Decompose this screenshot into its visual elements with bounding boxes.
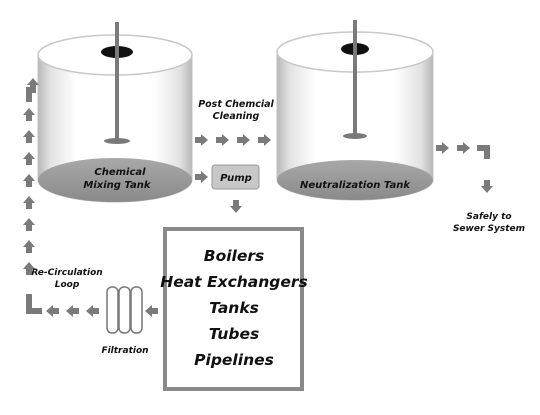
system-item-pipelines: Pipelines: [194, 351, 274, 369]
mixing-tank-base: [38, 158, 192, 202]
system-item-tanks: Tanks: [209, 299, 259, 317]
filtration-label: Filtration: [101, 346, 148, 356]
pump: Pump: [211, 164, 260, 190]
filtration-unit: [106, 286, 143, 334]
recirculation-label-2: Loop: [55, 280, 80, 290]
post-cleaning-arrows: [195, 134, 271, 146]
mixing-tank-label-2: Mixing Tank: [83, 180, 152, 191]
pump-down-arrow: [230, 200, 242, 213]
neutralization-tank-impeller: [343, 133, 367, 139]
chemical-mixing-tank: Chemical Mixing Tank: [37, 22, 193, 203]
recirculation-arrows: [23, 78, 99, 317]
neutralization-tank-label: Neutralization Tank: [300, 180, 411, 191]
pump-label: Pump: [220, 173, 252, 184]
sewer-label-2: Sewer System: [453, 224, 525, 234]
post-cleaning-label-1: Post Chemcial: [198, 99, 274, 110]
outflow-arrows: [436, 142, 493, 193]
system-item-boilers: Boilers: [204, 247, 264, 265]
system-item-tubes: Tubes: [209, 325, 259, 343]
mixing-tank-impeller: [104, 138, 130, 144]
post-cleaning-label-2: Cleaning: [213, 111, 260, 122]
sewer-label-1: Safely to: [466, 212, 511, 222]
recirculation-label-1: Re-Circulation: [31, 268, 102, 278]
mixing-tank-shaft: [115, 22, 119, 140]
mixing-tank-label-1: Chemical: [94, 167, 146, 178]
to-filtration-arrow: [145, 305, 158, 317]
systems-box: Boilers Heat Exchangers Tanks Tubes Pipe…: [160, 227, 308, 391]
neutralization-tank: Neutralization Tank: [276, 20, 434, 201]
to-pump-arrow: [195, 171, 208, 183]
neutralization-tank-shaft: [353, 20, 357, 135]
neutralization-tank-base: [277, 160, 433, 200]
system-item-heat-exchangers: Heat Exchangers: [160, 273, 308, 291]
